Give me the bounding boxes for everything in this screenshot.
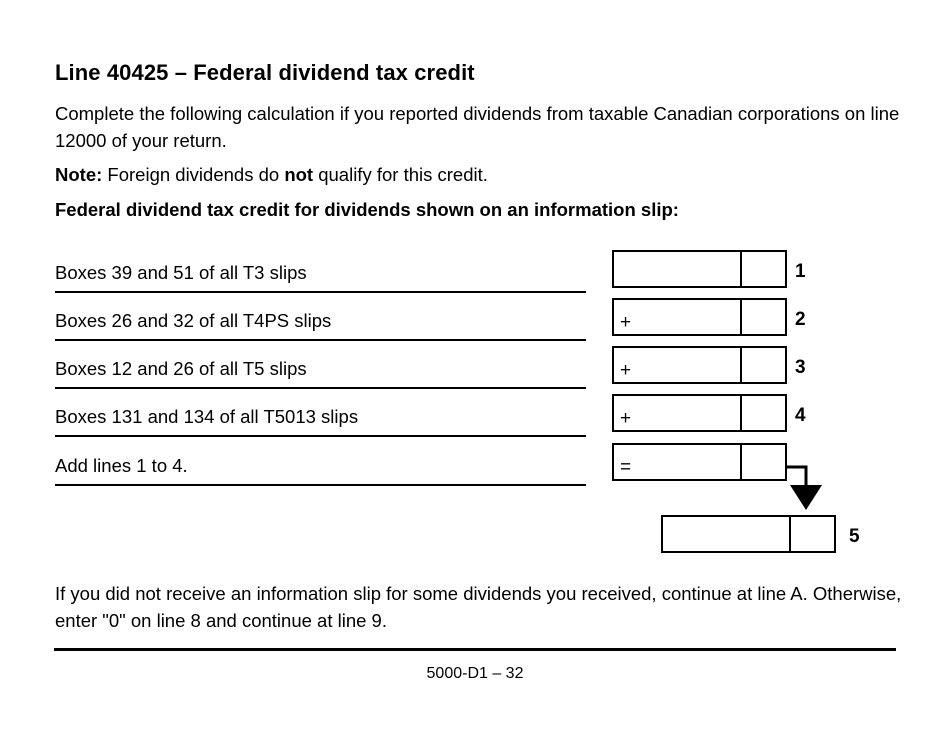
- note-label: Note:: [55, 164, 103, 185]
- amount-input-line-1[interactable]: [612, 250, 787, 288]
- footer-page-code: 5000-D1 – 32: [426, 665, 524, 682]
- note-paragraph: Note: Foreign dividends do not qualify f…: [55, 161, 905, 188]
- calc-row-4-rule: [55, 435, 586, 437]
- amount-input-line-5-total[interactable]: [661, 515, 836, 553]
- calc-row-1-rule: [55, 291, 586, 293]
- calc-row-2: Boxes 26 and 32 of all T4PS slips + 2: [0, 293, 950, 341]
- calc-row-3-operator: +: [620, 360, 632, 381]
- calc-row-2-rule: [55, 339, 586, 341]
- calc-row-3-label: Boxes 12 and 26 of all T5 slips: [55, 358, 307, 379]
- line-number-3: 3: [795, 357, 806, 378]
- closing-note-paragraph: If you did not receive an information sl…: [55, 583, 902, 631]
- footer-divider: [54, 648, 896, 651]
- calc-row-1: Boxes 39 and 51 of all T3 slips 1: [0, 245, 950, 293]
- amount-input-line-3[interactable]: +: [612, 346, 787, 384]
- section-subheading: Federal dividend tax credit for dividend…: [55, 199, 679, 220]
- calc-row-1-label: Boxes 39 and 51 of all T3 slips: [55, 262, 307, 283]
- page-title: Line 40425 – Federal dividend tax credit: [55, 60, 475, 85]
- intro-paragraph: Complete the following calculation if yo…: [55, 103, 900, 151]
- calc-row-4-label: Boxes 131 and 134 of all T5013 slips: [55, 406, 359, 427]
- cents-divider: [740, 445, 742, 479]
- calc-row-4-operator: +: [620, 408, 632, 429]
- amount-input-subtotal[interactable]: =: [612, 443, 787, 481]
- calc-row-4: Boxes 131 and 134 of all T5013 slips + 4: [0, 389, 950, 437]
- line-number-4: 4: [795, 405, 806, 426]
- calc-row-2-operator: +: [620, 312, 632, 333]
- cents-divider: [740, 396, 742, 430]
- line-number-2: 2: [795, 309, 806, 330]
- calc-row-add-lines-label: Add lines 1 to 4.: [55, 455, 188, 476]
- cents-divider: [740, 300, 742, 334]
- calc-row-add-lines-rule: [55, 484, 586, 486]
- amount-input-line-4[interactable]: +: [612, 394, 787, 432]
- line-number-5: 5: [849, 526, 860, 547]
- cents-divider: [740, 252, 742, 286]
- cents-divider: [740, 348, 742, 382]
- calc-row-3: Boxes 12 and 26 of all T5 slips + 3: [0, 341, 950, 389]
- cents-divider: [789, 517, 791, 551]
- calc-row-3-rule: [55, 387, 586, 389]
- carry-down-arrow-icon: [787, 465, 822, 510]
- line-number-1: 1: [795, 261, 806, 282]
- note-emphasis: not: [284, 164, 314, 185]
- amount-input-line-2[interactable]: +: [612, 298, 787, 336]
- calc-row-2-label: Boxes 26 and 32 of all T4PS slips: [55, 310, 332, 331]
- calc-row-add-lines-operator: =: [620, 457, 632, 478]
- calc-row-add-lines: Add lines 1 to 4. =: [0, 438, 950, 486]
- note-text-before: Foreign dividends do: [102, 164, 285, 185]
- note-text-after: qualify for this credit.: [313, 164, 488, 185]
